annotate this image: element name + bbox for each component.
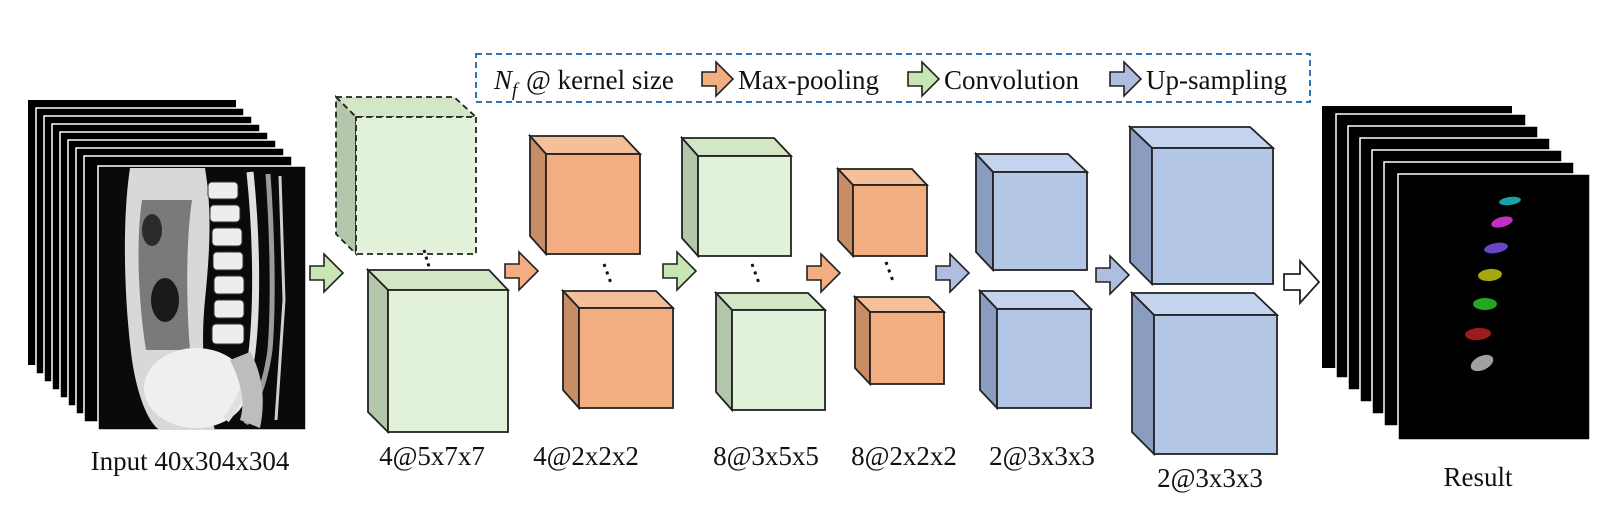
convolution-arrow <box>662 250 698 292</box>
max-pooling-arrow <box>504 250 540 292</box>
vertebra-segment <box>1470 354 1494 372</box>
vertebra-segment <box>1484 242 1508 254</box>
conv-kernel-cube <box>365 267 511 435</box>
layer-label: 8@2x2x2 <box>851 441 957 471</box>
vertebra-segment <box>1499 196 1521 206</box>
upsample-kernel-cube <box>1127 124 1276 287</box>
upsample-kernel-cube <box>1129 290 1280 457</box>
legend-up-sampling-label: Up-sampling <box>1146 65 1287 95</box>
input-slice-stack <box>28 100 307 431</box>
upsample-kernel-cube <box>973 151 1090 273</box>
continuation-dots <box>884 261 896 285</box>
result-slice-stack <box>1322 106 1591 441</box>
layer-5-up-sampling: 2@3x3x3 <box>973 151 1095 471</box>
legend-max-pooling-label: Max-pooling <box>738 65 879 95</box>
conv-kernel-cube <box>679 135 794 259</box>
conv-kernel-cube-dashed <box>333 94 479 257</box>
up-sampling-arrow <box>1095 254 1131 296</box>
convolution-arrow <box>309 252 345 294</box>
vertebra-segment <box>1465 327 1491 341</box>
layer-6-up-sampling: 2@3x3x3 <box>1127 124 1280 493</box>
vertebra-segment <box>1473 298 1497 310</box>
layer-label: 4@2x2x2 <box>533 441 639 471</box>
max-pooling-arrow <box>806 252 842 294</box>
layer-4-max-pooling: 8@2x2x2 <box>835 166 957 471</box>
layer-3-convolution: 8@3x5x5 <box>679 135 828 471</box>
legend-max-pooling-arrow <box>701 60 735 98</box>
continuation-dots <box>750 263 762 287</box>
legend-nf-symbol: N <box>493 65 514 95</box>
layer-2-max-pooling: 4@2x2x2 <box>527 133 676 471</box>
layer-label: 8@3x5x5 <box>713 441 819 471</box>
pool-kernel-cube <box>835 166 930 259</box>
conv-kernel-cube <box>713 290 828 413</box>
legend: N f @ kernel size Max-pooling Convolutio… <box>475 53 1311 103</box>
input-label: Input 40x304x304 <box>91 446 290 476</box>
legend-convolution-label: Convolution <box>944 65 1080 95</box>
segmented-vertebrae <box>1465 196 1521 372</box>
continuation-dots <box>602 263 614 287</box>
up-sampling-arrow <box>935 252 971 294</box>
result-label: Result <box>1443 462 1513 492</box>
output-arrow <box>1283 258 1321 306</box>
legend-border <box>475 53 1311 103</box>
upsample-kernel-cube <box>977 288 1094 411</box>
mri-sagittal-image <box>97 165 307 431</box>
vertebra-segment <box>1478 268 1502 282</box>
layer-label: 4@5x7x7 <box>379 441 485 471</box>
vertebra-segment <box>1491 216 1513 228</box>
pool-kernel-cube <box>852 294 947 387</box>
layer-label: 2@3x3x3 <box>1157 463 1263 493</box>
pool-kernel-cube <box>560 288 676 411</box>
layer-1-convolution: 4@5x7x7 <box>333 94 511 471</box>
legend-up-sampling-arrow <box>1109 60 1143 98</box>
legend-nf-subscript: f <box>512 80 520 101</box>
pool-kernel-cube <box>527 133 643 257</box>
legend-convolution-arrow <box>907 60 941 98</box>
legend-kernel-text: @ kernel size <box>526 65 674 95</box>
layer-label: 2@3x3x3 <box>989 441 1095 471</box>
